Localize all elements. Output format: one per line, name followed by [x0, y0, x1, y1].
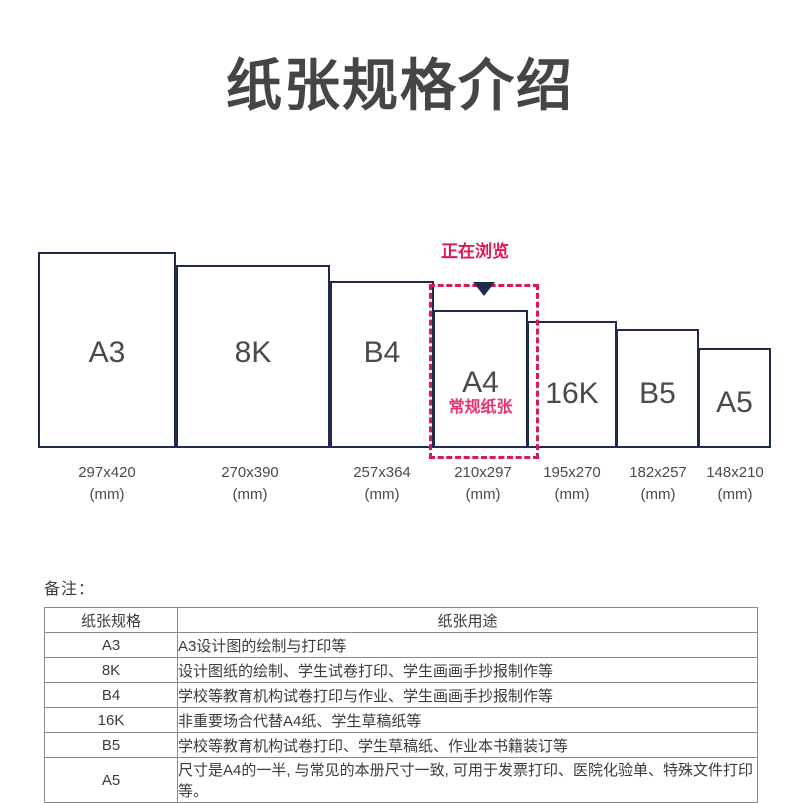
dim-value-16k: 195x270	[543, 464, 601, 481]
notes-label: 备注：	[44, 581, 96, 598]
table-cell-spec: A5	[44, 757, 178, 803]
table-header-row: 纸张规格 纸张用途	[44, 607, 758, 633]
table-cell-spec: B5	[44, 732, 178, 758]
table-row[interactable]: A3 A3设计图的绘制与打印等	[44, 632, 758, 658]
dim-units-a3: (mm)	[89, 485, 125, 503]
dim-units-a5: (mm)	[717, 485, 753, 503]
table-cell-use: 非重要场合代替A4纸、学生草稿纸等	[177, 707, 758, 733]
dim-value-b4: 257x364	[353, 464, 411, 481]
dim-caption-a3: 297x420 (mm)	[37, 462, 177, 506]
dim-caption-b5: 182x257 (mm)	[588, 462, 728, 506]
table-cell-spec: 8K	[44, 657, 178, 683]
pointer-triangle-icon	[473, 282, 495, 296]
table-cell-use: 学校等教育机构试卷打印与作业、学生画画手抄报制作等	[177, 682, 758, 708]
dim-units-16k: (mm)	[554, 485, 590, 503]
browsing-badge-label: 正在浏览	[441, 242, 509, 261]
table-cell-use: A3设计图的绘制与打印等	[177, 632, 758, 658]
paper-rect-b4[interactable]: B4	[330, 281, 434, 448]
dim-caption-16k: 195x270 (mm)	[502, 462, 642, 506]
dim-units-b5: (mm)	[640, 485, 676, 503]
paper-label-8k: 8K	[234, 336, 272, 369]
dim-value-a5: 148x210	[706, 464, 764, 481]
paper-rect-a3[interactable]: A3	[38, 252, 176, 448]
dim-caption-b4: 257x364 (mm)	[312, 462, 452, 506]
paper-rect-a4[interactable]: A4 常规纸张	[433, 310, 528, 448]
paper-rect-16k[interactable]: 16K	[527, 321, 617, 448]
table-cell-spec: A3	[44, 632, 178, 658]
dim-units-b4: (mm)	[364, 485, 400, 503]
dim-caption-a5: 148x210 (mm)	[665, 462, 800, 506]
paper-rect-8k[interactable]: 8K	[176, 265, 330, 448]
table-row[interactable]: B4 学校等教育机构试卷打印与作业、学生画画手抄报制作等	[44, 682, 758, 708]
dim-value-a3: 297x420	[78, 464, 136, 481]
paper-usage-table: 纸张规格 纸张用途 A3 A3设计图的绘制与打印等 8K 设计图纸的绘制、学生试…	[44, 607, 758, 803]
paper-size-diagram: A3 8K B4 A4 常规纸张 16K B5 A5 正在浏览 297x420 …	[37, 242, 800, 506]
paper-label-a5: A5	[716, 386, 753, 419]
paper-label-b5: B5	[639, 377, 676, 410]
dim-value-8k: 270x390	[221, 464, 279, 481]
table-row[interactable]: 8K 设计图纸的绘制、学生试卷打印、学生画画手抄报制作等	[44, 657, 758, 683]
paper-label-a3: A3	[88, 336, 126, 369]
dim-caption-8k: 270x390 (mm)	[180, 462, 320, 506]
table-cell-spec: 16K	[44, 707, 178, 733]
current-selection-highlight-box	[429, 284, 539, 459]
dim-value-a4: 210x297	[454, 464, 512, 481]
paper-rect-b5[interactable]: B5	[616, 329, 699, 448]
dim-units-a4: (mm)	[465, 485, 501, 503]
table-row[interactable]: 16K 非重要场合代替A4纸、学生草稿纸等	[44, 707, 758, 733]
table-cell-use: 设计图纸的绘制、学生试卷打印、学生画画手抄报制作等	[177, 657, 758, 683]
dim-value-b5: 182x257	[629, 464, 687, 481]
paper-sublabel-a4: 常规纸张	[448, 399, 513, 416]
paper-rect-a5[interactable]: A5	[698, 348, 771, 448]
page-title: 纸张规格介绍	[226, 54, 574, 117]
table-header-spec: 纸张规格	[44, 607, 178, 633]
table-row[interactable]: A5 尺寸是A4的一半, 与常见的本册尺寸一致, 可用于发票打印、医院化验单、特…	[44, 757, 758, 803]
paper-label-a4: A4	[462, 366, 499, 399]
paper-label-b4: B4	[363, 336, 401, 369]
table-header-use: 纸张用途	[177, 607, 758, 633]
dim-units-8k: (mm)	[232, 485, 268, 503]
paper-label-16k: 16K	[545, 377, 599, 410]
table-cell-use: 尺寸是A4的一半, 与常见的本册尺寸一致, 可用于发票打印、医院化验单、特殊文件…	[177, 757, 758, 803]
dim-caption-a4: 210x297 (mm)	[413, 462, 553, 506]
table-row[interactable]: B5 学校等教育机构试卷打印、学生草稿纸、作业本书籍装订等	[44, 732, 758, 758]
table-cell-use: 学校等教育机构试卷打印、学生草稿纸、作业本书籍装订等	[177, 732, 758, 758]
table-cell-spec: B4	[44, 682, 178, 708]
